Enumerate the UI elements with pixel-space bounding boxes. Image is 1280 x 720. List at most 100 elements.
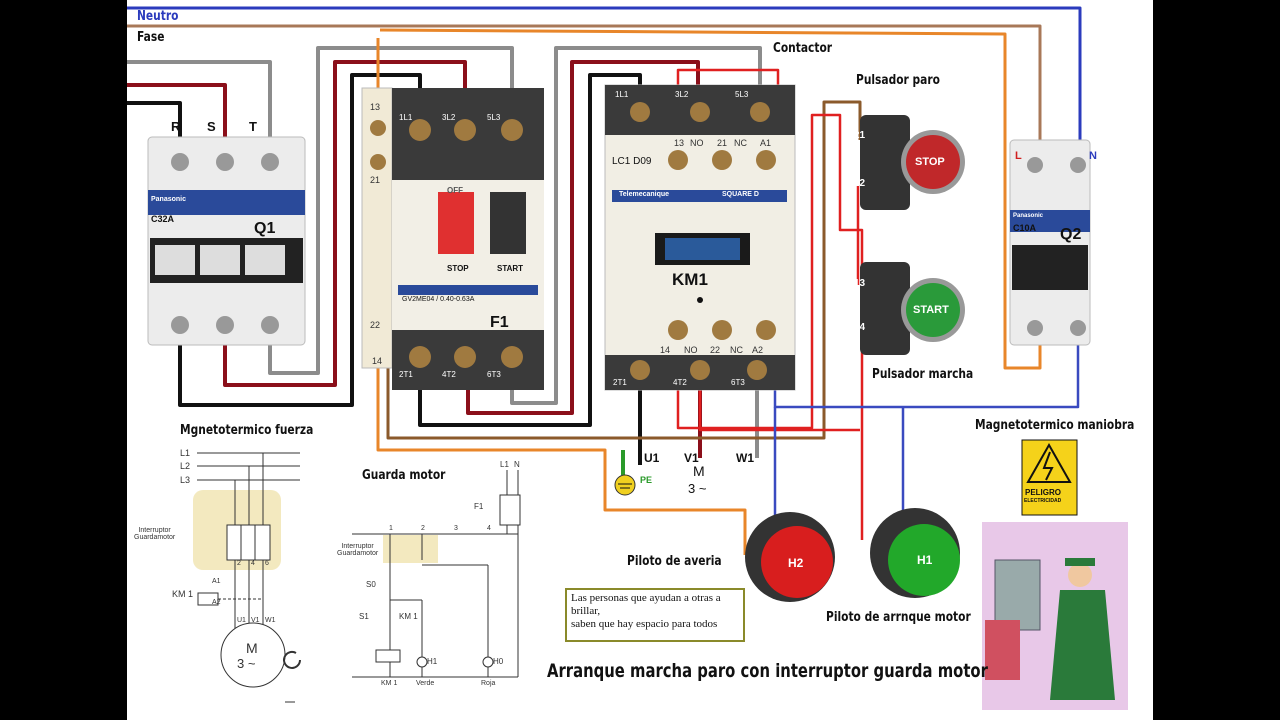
- warning-sign: [1021, 439, 1078, 516]
- label-contactor: Contactor: [773, 41, 833, 56]
- f1-aux-13: 13: [370, 102, 381, 112]
- km1-aux: A1: [760, 138, 772, 148]
- motor-u1: U1: [644, 451, 660, 465]
- sch-ctl-col: 1: [389, 525, 393, 532]
- km1-aux: A2: [752, 345, 764, 355]
- label-neutro: Neutro: [137, 9, 179, 24]
- km1-terminal-1l1: 1L1: [615, 90, 629, 99]
- stop-button[interactable]: STOP: [915, 156, 945, 168]
- km1-aux: NO: [690, 138, 704, 148]
- sch-v1: V1: [251, 617, 260, 624]
- f1-terminal-3l2: 3L2: [442, 113, 456, 122]
- sch-w1: W1: [265, 617, 276, 624]
- diagram-canvas: Neutro Fase Contactor Pulsador paro Puls…: [127, 0, 1153, 720]
- wire-t: [127, 60, 272, 160]
- label-pulsador-marcha: Pulsador marcha: [872, 367, 974, 382]
- f1-stop-label: STOP: [447, 264, 469, 273]
- f1-aux-14: 14: [372, 356, 383, 366]
- q2-brand: Panasonic: [1013, 213, 1044, 219]
- q2-phase-l: L: [1015, 150, 1022, 162]
- start-button[interactable]: START: [913, 304, 949, 316]
- km1-contactor: [604, 84, 796, 391]
- sch-ctl-verde: Verde: [416, 680, 435, 687]
- sch-ctl-n: N: [514, 460, 520, 469]
- label-pulsador-paro: Pulsador paro: [856, 73, 940, 88]
- sch-ctl-h1: H1: [427, 657, 438, 666]
- q1-phase-r: R: [171, 119, 181, 134]
- electrician-illustration: [982, 522, 1128, 710]
- km1-aux: 13: [674, 138, 685, 148]
- km1-terminal-4t2: 4T2: [673, 378, 687, 387]
- stop-term-21: 21: [854, 130, 866, 141]
- sch-num: 2: [237, 560, 241, 567]
- pilot-h1: H1: [917, 553, 933, 567]
- wire-ctrl-brown: [386, 100, 862, 440]
- wiring-svg: [127, 6, 1128, 710]
- km1-aux: NO: [684, 345, 698, 355]
- wire-q1-f1-2: [223, 60, 467, 387]
- sch-ctl-col: 2: [421, 525, 425, 532]
- sch-ctl-col: 4: [487, 525, 491, 532]
- pilot-h1-graphic: [870, 508, 960, 598]
- sch-u1: U1: [237, 617, 246, 624]
- sch-ctl-col: 3: [454, 525, 458, 532]
- km1-brand2: SQUARE D: [722, 191, 759, 198]
- sch-ctl-s1: S1: [359, 612, 369, 621]
- warning-text: PELIGRO: [1025, 488, 1062, 497]
- label-magnetotermico-fuerza: Mgnetotermico fuerza: [180, 423, 314, 438]
- stop-term-22: 22: [854, 178, 866, 189]
- wire-ctrl-orange: [376, 38, 747, 555]
- motor-w1: W1: [736, 451, 754, 465]
- wire-neutro: [127, 6, 1082, 165]
- q1-brand: Panasonic: [151, 196, 187, 203]
- sch-ctl-f1: F1: [474, 502, 484, 511]
- ground-symbol: [614, 450, 636, 496]
- label-magnetotermico-maniobra: Magnetotermico maniobra: [975, 418, 1135, 433]
- wire-f1-km-1: [418, 73, 642, 427]
- sch-km1: KM 1: [172, 589, 194, 599]
- f1-model: GV2ME04 / 0.40-0.63A: [402, 296, 475, 303]
- wire-q1-f1-3: [268, 46, 514, 375]
- f1-name: F1: [490, 314, 509, 331]
- q2-breaker: [1009, 139, 1091, 346]
- wire-f1-km-3: [510, 46, 762, 405]
- sch-device-label: Interruptor Guardamotor: [134, 527, 176, 541]
- label-piloto-arranque: Piloto de arrnque motor: [826, 610, 971, 625]
- km1-brand: Telemecanique: [619, 191, 670, 198]
- q2-phase-n: N: [1089, 150, 1097, 162]
- q1-phase-s: S: [207, 119, 216, 134]
- stop-button-graphic: [860, 115, 965, 210]
- sch-ctl-h0: H0: [493, 657, 504, 666]
- wire-s: [127, 83, 227, 160]
- f1-terminal-1l1: 1L1: [399, 113, 413, 122]
- km1-terminal-6t3: 6T3: [731, 378, 745, 387]
- sch-num: 4: [251, 560, 255, 567]
- sch-l1: L1: [180, 448, 191, 458]
- wire-fase: [127, 24, 1042, 160]
- control-schematic: [352, 470, 521, 678]
- sch-num: 6: [265, 560, 269, 567]
- sch-l3: L3: [180, 475, 191, 485]
- pilot-h2: H2: [788, 556, 804, 570]
- sch-ctl-l1: L1: [500, 460, 509, 469]
- motor-phase: 3 ~: [688, 481, 707, 496]
- f1-aux-21: 21: [370, 175, 381, 185]
- sch-motor: M: [246, 640, 258, 656]
- sch-ctl-roja: Roja: [481, 680, 496, 687]
- warning-text-2: ELECTRICIDAD: [1024, 498, 1062, 504]
- start-button-graphic: [860, 262, 965, 355]
- sch-motor-phase: 3 ~: [237, 656, 256, 671]
- motor-v1: V1: [684, 451, 699, 465]
- sch-ctl-device: Interruptor Guardamotor: [337, 543, 379, 557]
- km1-model: LC1 D09: [612, 156, 652, 167]
- km1-aux: NC: [734, 138, 747, 148]
- quote-line: brillar,: [571, 605, 601, 617]
- sch-l2: L2: [180, 461, 191, 471]
- wire-f1-km-2: [466, 60, 700, 415]
- q1-rating: C32A: [151, 214, 175, 224]
- label-guarda-motor: Guarda motor: [362, 468, 446, 483]
- pilot-h2-graphic: [745, 512, 835, 602]
- f1-terminal-5l3: 5L3: [487, 113, 501, 122]
- km1-aux: 22: [710, 345, 721, 355]
